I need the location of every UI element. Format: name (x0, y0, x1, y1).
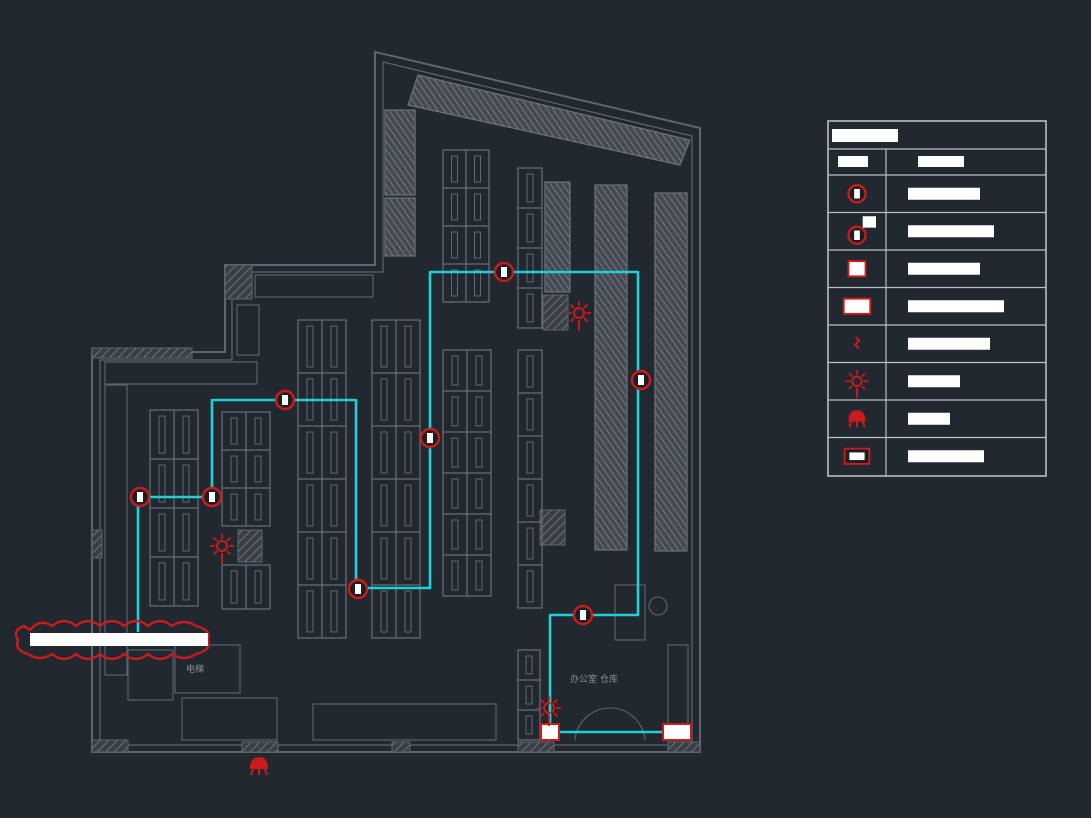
panel-icon (662, 723, 692, 741)
legend-row-text-bar (908, 300, 1004, 313)
shelf-block (442, 149, 490, 303)
legend-header-symbol-bar (838, 156, 868, 167)
module-icon (540, 723, 560, 741)
legend-row (828, 436, 1046, 465)
shelf-block (517, 649, 541, 741)
legend-row (847, 184, 980, 204)
legend-row (828, 249, 1046, 278)
shelf-block (371, 319, 421, 639)
smoke-detector-icon (493, 261, 515, 283)
legend-row-text-bar (908, 450, 984, 463)
shelf-block (149, 409, 199, 607)
wall-columns (91, 264, 701, 753)
revision-cloud (14, 619, 210, 661)
shelf-block (517, 167, 543, 329)
shelving-units (149, 149, 543, 741)
shelf-block (221, 411, 271, 527)
module-icon (847, 260, 867, 278)
legend-row (828, 211, 1046, 245)
strobe-icon (845, 369, 869, 399)
strobe-icon (210, 534, 234, 564)
heat-detector-icon (847, 216, 876, 245)
smoke-detector-icon (630, 369, 652, 391)
fire-devices (129, 261, 692, 776)
smoke-detector-icon (274, 389, 296, 411)
legend-row-text-bar (908, 262, 980, 275)
smoke-detector-icon (419, 427, 441, 449)
storage-racks (384, 74, 691, 552)
strobe-icon (567, 301, 591, 331)
smoke-detector-icon (847, 184, 867, 204)
legend-row-text-bar (908, 375, 960, 388)
room-label-lift: 电梯 (186, 663, 204, 675)
legend-row (828, 399, 1046, 428)
shelf-block (517, 349, 543, 609)
smoke-detector-icon (572, 604, 594, 626)
legend-row-text-bar (908, 337, 990, 350)
legend-row (828, 324, 1046, 350)
bell-icon (250, 757, 268, 776)
legend-row-text-bar (908, 412, 950, 425)
shelf-block (442, 349, 492, 597)
controller-icon (843, 447, 871, 465)
shelf-block (221, 564, 271, 610)
legend-title-bar (832, 129, 898, 142)
strobe-icon (537, 696, 561, 726)
legend-header-desc-bar (918, 156, 964, 167)
smoke-detector-icon (347, 578, 369, 600)
cable-icon (853, 336, 861, 350)
panel-icon (842, 297, 872, 315)
bell-icon (848, 410, 866, 428)
smoke-detector-icon (129, 486, 151, 508)
room-label-office: 办公室 仓库 (570, 673, 618, 685)
legend-row-text-bar (908, 225, 994, 238)
shelf-block (297, 319, 347, 639)
legend-row-text-bar (908, 187, 980, 200)
legend-table (827, 120, 1047, 477)
legend-row (828, 361, 1046, 399)
smoke-detector-icon (201, 486, 223, 508)
legend-row (828, 286, 1046, 315)
